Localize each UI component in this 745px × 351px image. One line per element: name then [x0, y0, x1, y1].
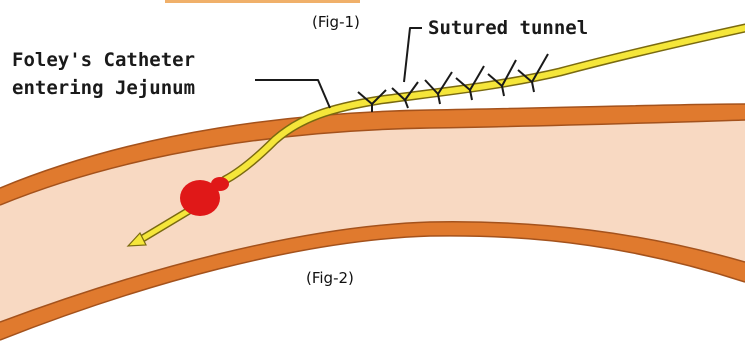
foley-balloon-neck [211, 177, 229, 191]
top-strip [165, 0, 360, 3]
sutured-tunnel-label: Sutured tunnel [428, 17, 588, 39]
fig2-label: (Fig-2) [306, 269, 354, 287]
foley-label-line1: Foley's Catheter [12, 49, 195, 71]
sutured-tunnel-leader [404, 28, 422, 82]
foley-leader [255, 80, 330, 108]
fig1-label: (Fig-1) [312, 13, 360, 31]
intestine [0, 104, 745, 340]
foley-label-line2: entering Jejunum [12, 77, 195, 99]
